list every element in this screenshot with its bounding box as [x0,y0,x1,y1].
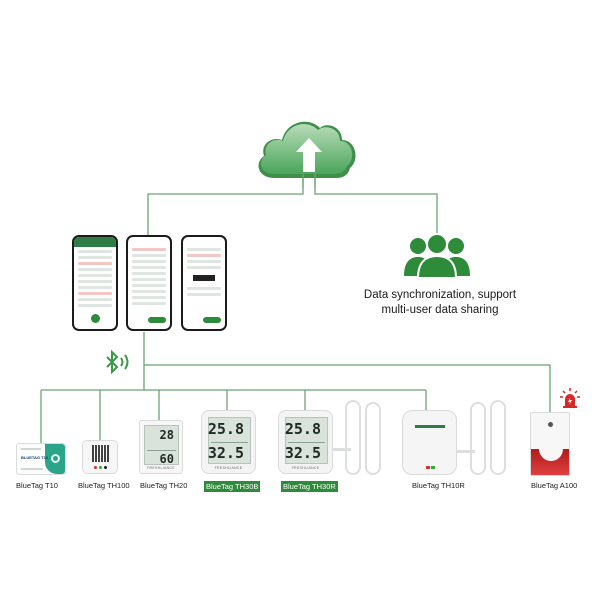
device-label-t10: BlueTag T10 [16,481,58,490]
th30r-lcd: 25.8 32.5 [285,417,328,464]
phone-chart-screen [181,235,227,331]
device-label-th100: BlueTag TH100 [78,481,130,490]
device-label-th10r: BlueTag TH10R [412,481,465,490]
phone-history-records-screen [126,235,172,331]
wire-bus-to-a100 [144,364,551,412]
cloud-upload-icon [258,121,356,188]
users-group-icon [404,233,470,279]
caption-line-1: Data synchronization, support [363,289,517,301]
qr-code [92,445,109,462]
device-th30b: 25.8 32.5 FRESHLIANCE [201,410,256,474]
device-label-th30r: BlueTag TH30R [281,481,338,492]
device-a100 [530,412,570,476]
probe-cable [470,402,486,475]
alarm-beacon-icon [560,388,580,408]
probe-cable [365,402,381,475]
device-th10r [402,410,457,475]
device-th20: 28 60 FRESHLIANCE [139,420,183,474]
phone-device-list-screen [72,235,118,331]
device-label-th30b: BlueTag TH30B [204,481,261,492]
lcd-humidity: 60 [159,452,174,466]
lcd-temperature: 28 [159,428,174,442]
sync-caption: Data synchronization, support multi-user… [340,288,540,318]
lcd-second-reading: 32.5 [207,444,244,462]
device-t10: BLUETAG T10 [16,443,66,475]
brand-logo [415,425,445,428]
caption-line-2: multi-user data sharing [381,304,499,316]
device-label-a100: BlueTag A100 [531,481,578,490]
t10-card-text: BLUETAG T10 [21,455,49,460]
lcd-temperature: 25.8 [284,420,321,438]
th30b-lcd: 25.8 32.5 [208,417,251,464]
lcd-temperature: 25.8 [207,420,244,438]
chart-action-button [203,317,221,323]
brand-text: FRESHLIANCE [291,466,320,470]
probe-cable [345,400,361,475]
device-th30r: 25.8 32.5 FRESHLIANCE [278,410,333,474]
app-header-bar [74,237,116,247]
device-th100 [82,440,118,474]
add-device-fab [91,314,100,323]
export-button [148,317,166,323]
chart-tooltip [193,275,215,281]
brand-text: FRESHLIANCE [147,466,175,470]
brand-text: FRESHLIANCE [214,466,243,470]
bluetooth-signal-icon [106,350,129,374]
probe-cable [490,400,506,475]
device-label-th20: BlueTag TH20 [140,481,188,490]
lcd-second-reading: 32.5 [284,444,321,462]
th20-lcd: 28 60 [144,425,179,466]
